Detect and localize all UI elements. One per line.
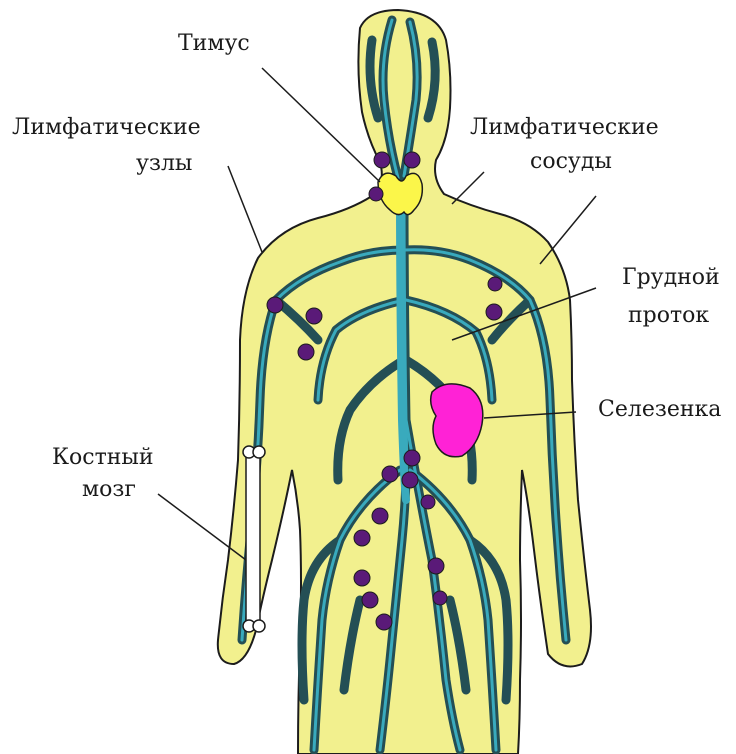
lymph-nodes-label-line2: узлы: [136, 151, 192, 176]
bone-marrow-label-line2: мозг: [82, 477, 136, 502]
thoracic-duct-label-line2: проток: [628, 303, 709, 328]
lymph-vessels-leader-2: [540, 196, 596, 264]
lymph-vessels-label-line1: Лимфатические: [470, 115, 659, 140]
lymph-vessels-leader: [452, 172, 484, 204]
thymus-label: Тимус: [178, 31, 250, 56]
bone-marrow-label-line1: Костный: [52, 445, 154, 470]
spleen-label: Селезенка: [598, 397, 721, 422]
lymph-nodes-label-line1: Лимфатические: [12, 115, 201, 140]
thoracic-duct-label-line1: Грудной: [622, 265, 720, 290]
lymph-nodes-leader: [228, 166, 262, 252]
lymph-vessels-label-line2: сосуды: [530, 149, 612, 174]
